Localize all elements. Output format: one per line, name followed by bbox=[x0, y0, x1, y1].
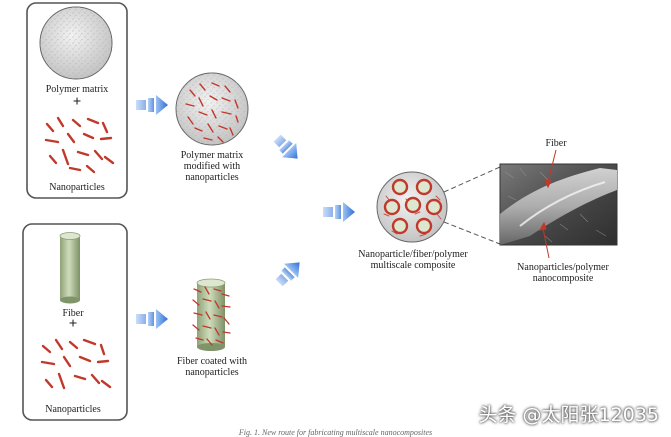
modified-matrix-circle bbox=[175, 72, 249, 146]
arrow-down-to-composite bbox=[273, 134, 298, 159]
label-fiber: Fiber bbox=[62, 308, 84, 319]
label-nanoparticles-top: Nanoparticles bbox=[49, 182, 105, 193]
label-coated-line2: nanoparticles bbox=[185, 367, 239, 378]
fiber-cylinder bbox=[59, 232, 81, 304]
sem-pointer-nanocomposite bbox=[539, 221, 550, 259]
arrow-to-modified-matrix bbox=[136, 95, 168, 115]
label-coated-fiber: Fiber coated with nanoparticles bbox=[160, 356, 264, 378]
coated-fiber bbox=[192, 278, 231, 351]
label-modified-line1: Polymer matrix bbox=[180, 150, 244, 161]
label-sem-nano-line2: nanocomposite bbox=[532, 273, 594, 284]
label-nanoparticles-bottom: Nanoparticles bbox=[45, 404, 101, 415]
watermark-text: 头条 @太阳张12035 bbox=[478, 404, 659, 426]
label-modified-matrix: Polymer matrix modified with nanoparticl… bbox=[160, 150, 264, 183]
sem-micrograph bbox=[499, 163, 618, 246]
label-coated-line1: Fiber coated with bbox=[177, 356, 247, 367]
figure-caption: Fig. 1. New route for fabricating multis… bbox=[238, 428, 433, 437]
fiber-cross-sections bbox=[383, 178, 443, 235]
nanoparticles-cluster-top bbox=[44, 116, 115, 174]
label-modified-line2: modified with bbox=[183, 161, 241, 172]
zoom-dashed-lines bbox=[443, 166, 501, 245]
label-polymer-matrix: Polymer matrix bbox=[45, 84, 109, 95]
label-sem-nanocomposite: Nanoparticles/polymer nanocomposite bbox=[506, 262, 620, 284]
arrow-to-coated-fiber bbox=[136, 309, 168, 329]
sem-pointer-fiber bbox=[544, 149, 557, 189]
label-modified-line3: nanoparticles bbox=[185, 172, 239, 183]
nanoparticles-cluster-bottom bbox=[40, 338, 112, 390]
label-sem-nano-line1: Nanoparticles/polymer bbox=[517, 262, 609, 273]
label-composite-line1: Nanoparticle/fiber/polymer bbox=[358, 249, 468, 260]
arrow-to-multiscale bbox=[323, 202, 355, 222]
fiber-input-panel bbox=[22, 223, 128, 421]
label-multiscale-composite: Nanoparticle/fiber/polymer multiscale co… bbox=[350, 249, 476, 271]
label-sem-fiber: Fiber bbox=[545, 138, 567, 149]
plus-sign-top: + bbox=[72, 94, 82, 110]
label-composite-line2: multiscale composite bbox=[370, 260, 456, 271]
plus-sign-bottom: + bbox=[68, 316, 78, 332]
arrow-up-to-composite bbox=[275, 262, 300, 287]
multiscale-composite-circle bbox=[376, 171, 448, 243]
